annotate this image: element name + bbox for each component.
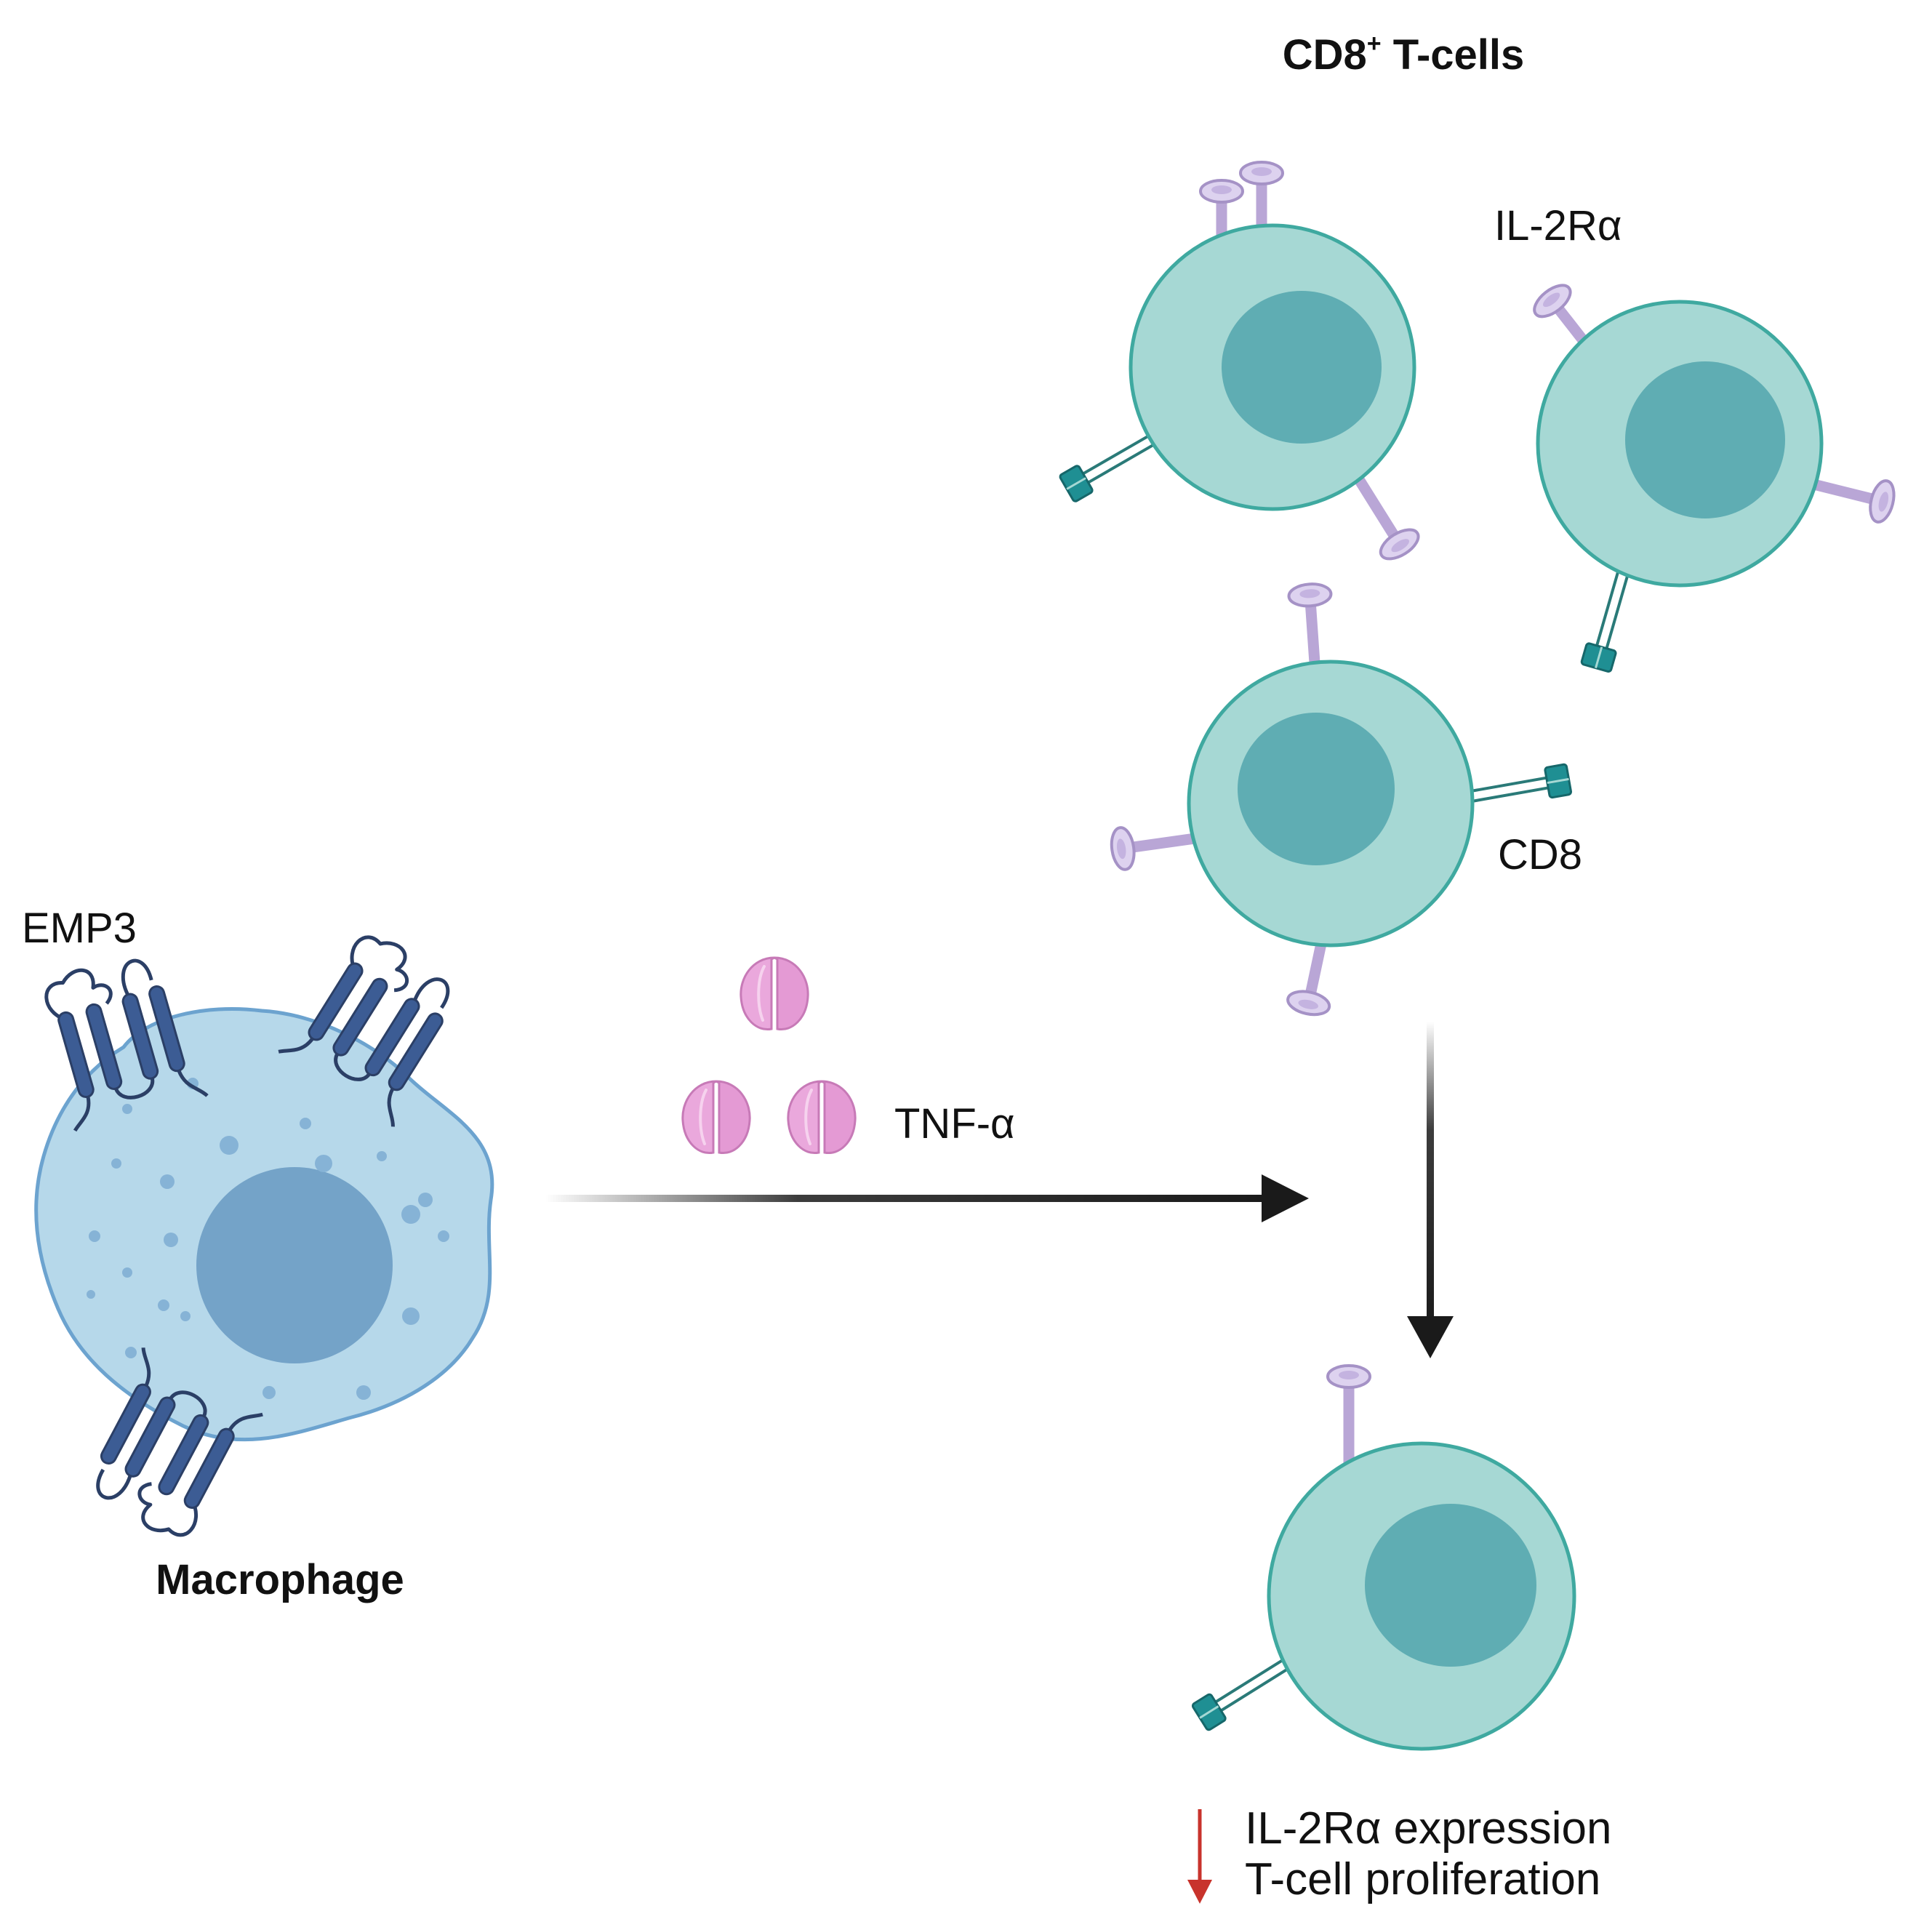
- macrophage-label: Macrophage: [156, 1556, 404, 1603]
- emp3-label: EMP3: [22, 905, 137, 952]
- tcell-2: [1529, 279, 1898, 674]
- tcell-result: [1190, 1366, 1576, 1751]
- il2ra-label: IL-2Rα: [1494, 202, 1622, 249]
- tcell-3: [1109, 582, 1574, 1018]
- tcell-nucleus: [1365, 1504, 1536, 1667]
- tnf-molecule: [786, 1080, 857, 1155]
- tcells-title-suffix: T-cells: [1382, 31, 1525, 79]
- tcell-nucleus: [1222, 291, 1382, 444]
- tcell-1: [1057, 162, 1424, 565]
- outcome-il2ra-expression: IL-2Rα expression: [1245, 1803, 1612, 1854]
- tnf-molecule: [739, 956, 810, 1031]
- vesicles: [87, 1078, 449, 1400]
- tcell-nucleus: [1238, 713, 1395, 865]
- il2ra-receptor: [1328, 1366, 1370, 1465]
- tcells-title-superscript: +: [1367, 30, 1382, 57]
- tcell-nucleus: [1625, 361, 1785, 518]
- secretion-arrow: [545, 1174, 1309, 1222]
- tnf-molecule: [681, 1080, 752, 1155]
- tnf-alpha-molecules: [681, 956, 857, 1155]
- tnf-label: TNF-α: [894, 1100, 1015, 1147]
- decrease-arrow: [1187, 1809, 1212, 1904]
- macrophage-nucleus: [196, 1167, 393, 1363]
- outcome-tcell-proliferation: T-cell proliferation: [1245, 1854, 1600, 1904]
- tcells-title: CD8+ T-cells: [1283, 30, 1525, 79]
- macrophage: [33, 922, 494, 1550]
- tcells-title-main: CD8: [1283, 31, 1367, 79]
- cd8-label: CD8: [1498, 831, 1582, 878]
- downstream-arrow: [1407, 1022, 1454, 1358]
